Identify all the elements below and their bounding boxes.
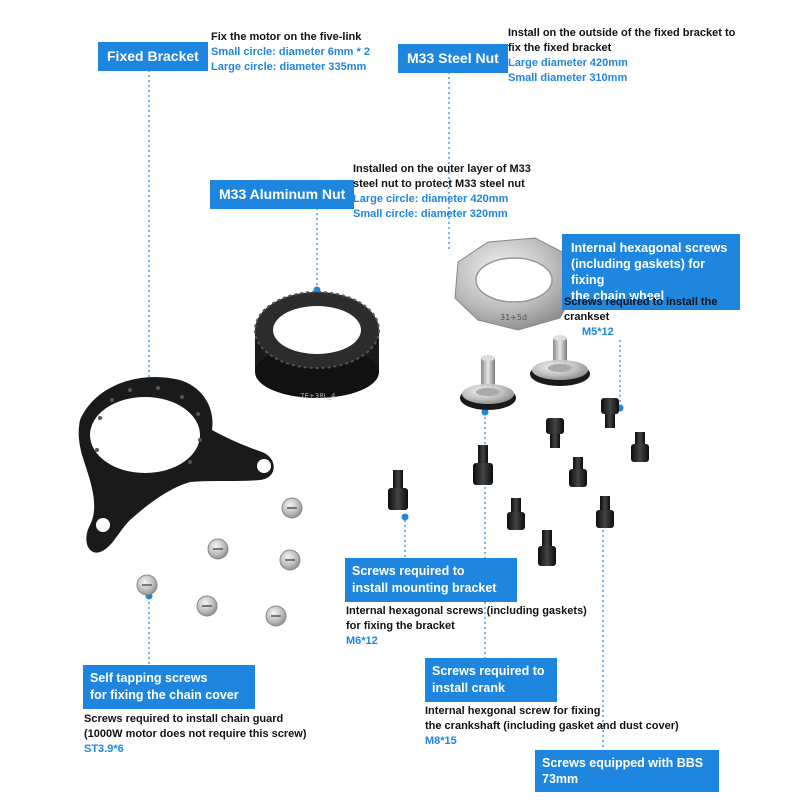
chain-wheel-screws-desc: Screws required to install the crankset bbox=[564, 295, 717, 325]
crank-screws-tag: Screws required to install crank bbox=[425, 658, 557, 702]
self-tapping-screws bbox=[136, 497, 303, 627]
bbs-label-line1: Screws equipped with BBS bbox=[542, 756, 704, 770]
aluminum-nut-engraving: 7E+38L_4 bbox=[300, 392, 336, 400]
self-tapping-label-line2: for fixing the chain cover bbox=[90, 688, 239, 702]
crank-line1: Internal hexgonal screw for fixing bbox=[425, 705, 601, 717]
screw-mounting-1 bbox=[388, 470, 408, 510]
crank-label-line2: install crank bbox=[432, 681, 505, 695]
chain-wheel-line1: Screws required to install the bbox=[564, 296, 718, 308]
aluminum-nut-line4: Small circle: diameter 320mm bbox=[353, 208, 508, 220]
steel-nut-line4: Small diameter 310mm bbox=[508, 72, 628, 84]
fixed-bracket-tag: Fixed Bracket bbox=[98, 42, 208, 71]
fixed-bracket-part bbox=[78, 376, 274, 553]
self-tapping-desc: Screws required to install chain guard (… bbox=[84, 712, 307, 757]
screw-chain-4 bbox=[569, 457, 587, 487]
chain-wheel-spec: M5*12 bbox=[582, 326, 614, 338]
aluminum-nut-line1: Installed on the outer layer of M33 bbox=[353, 163, 531, 175]
mounting-label-line1: Screws required to bbox=[352, 564, 465, 578]
mounting-screws-tag: Screws required to install mounting brac… bbox=[345, 558, 517, 602]
mounting-line2: for fixing the bracket bbox=[346, 620, 455, 632]
crank-bolt-right bbox=[530, 335, 590, 386]
mounting-screws-desc: Internal hexagonal screws (including gas… bbox=[346, 604, 587, 649]
self-tapping-line1: Screws required to install chain guard bbox=[84, 713, 284, 725]
self-tapping-spec: ST3.9*6 bbox=[84, 743, 124, 755]
bbs-label-line2: 73mm bbox=[542, 772, 579, 786]
steel-nut-engraving: 31+5d bbox=[500, 313, 527, 322]
self-tapping-tag: Self tapping screws for fixing the chain… bbox=[83, 665, 255, 709]
aluminum-nut-tag: M33 Aluminum Nut bbox=[210, 180, 355, 209]
steel-nut-desc: Install on the outside of the fixed brac… bbox=[508, 26, 735, 86]
screw-chain-1 bbox=[546, 418, 564, 448]
mounting-spec: M6*12 bbox=[346, 635, 378, 647]
crank-screws-desc: Internal hexgonal screw for fixing the c… bbox=[425, 704, 679, 749]
steel-nut-part: 31+5d bbox=[454, 237, 576, 331]
aluminum-nut-part: 7E+38L_4 bbox=[254, 291, 380, 400]
steel-nut-line3: Large diameter 420mm bbox=[508, 57, 628, 69]
screw-chain-2 bbox=[601, 398, 619, 428]
chain-wheel-spec-wrap: M5*12 bbox=[582, 325, 614, 340]
crank-spec: M8*15 bbox=[425, 735, 457, 747]
fixed-bracket-line1: Fix the motor on the five-link bbox=[211, 31, 362, 43]
aluminum-nut-desc: Installed on the outer layer of M33 stee… bbox=[353, 162, 531, 222]
chain-wheel-label-line3: the chain wheel bbox=[571, 289, 665, 303]
mounting-label-line2: install mounting bracket bbox=[352, 581, 497, 595]
crank-label-line1: Screws required to bbox=[432, 664, 545, 678]
steel-nut-line2: fix the fixed bracket bbox=[508, 42, 612, 54]
screw-mounting-2 bbox=[473, 445, 493, 485]
crank-bolt-left bbox=[460, 355, 516, 410]
chain-wheel-line2: crankset bbox=[564, 311, 610, 323]
mounting-line1: Internal hexagonal screws (including gas… bbox=[346, 605, 587, 617]
chain-wheel-label-line2: (including gaskets) for fixing bbox=[571, 257, 706, 287]
chain-wheel-screws-tag: Internal hexagonal screws (including gas… bbox=[562, 234, 740, 310]
self-tapping-label-line1: Self tapping screws bbox=[90, 671, 208, 685]
hex-screws bbox=[388, 398, 649, 566]
screw-chain-5 bbox=[507, 498, 525, 530]
steel-nut-tag: M33 Steel Nut bbox=[398, 44, 508, 73]
self-tapping-line2: (1000W motor does not require this screw… bbox=[84, 728, 307, 740]
aluminum-nut-line3: Large circle: diameter 420mm bbox=[353, 193, 509, 205]
steel-nut-line1: Install on the outside of the fixed brac… bbox=[508, 27, 736, 39]
screw-chain-3 bbox=[631, 432, 649, 462]
screw-bbs-1 bbox=[596, 496, 614, 528]
crank-line2: the crankshaft (including gasket and dus… bbox=[425, 720, 679, 732]
fixed-bracket-line2: Small circle: diameter 6mm * 2 bbox=[211, 46, 370, 58]
aluminum-nut-line2: steel nut to protect M33 steel nut bbox=[353, 178, 525, 190]
screw-bbs-2 bbox=[538, 530, 556, 566]
bbs-screws-tag: Screws equipped with BBS 73mm bbox=[535, 750, 719, 792]
fixed-bracket-desc: Fix the motor on the five-link Small cir… bbox=[211, 30, 370, 75]
chain-wheel-label-line1: Internal hexagonal screws bbox=[571, 241, 728, 255]
fixed-bracket-line3: Large circle: diameter 335mm bbox=[211, 61, 367, 73]
